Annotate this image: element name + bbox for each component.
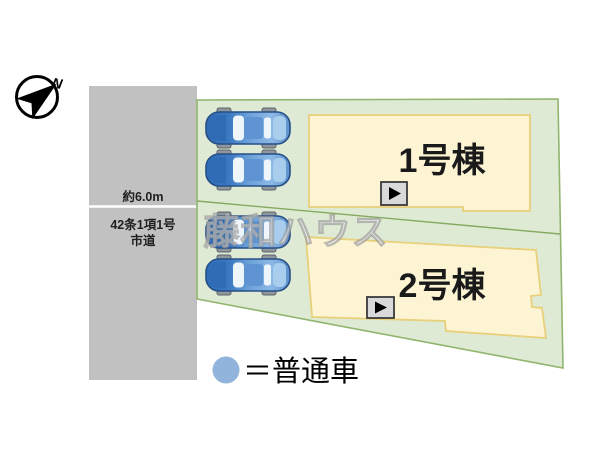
building-1-outline: [308, 114, 531, 212]
circle-icon: [212, 356, 240, 384]
building-1-entrance-marker: [380, 181, 408, 206]
road-surface: [89, 86, 197, 380]
compass-north-label: N: [51, 74, 65, 92]
road-width-label: 約6.0m: [123, 189, 164, 204]
road-designation-line2: 市道: [130, 233, 156, 248]
watermark-text: 藤和ハウス: [203, 211, 388, 252]
building-2-outline: [305, 236, 548, 339]
parking-legend: ＝普通車: [212, 355, 359, 388]
lot-divider-line: [196, 200, 561, 235]
legend-label: ＝普通車: [243, 355, 359, 388]
sedan-top-view-icon: [205, 149, 291, 191]
sedan-top-view-icon: [205, 107, 291, 149]
north-arrow-icon: N: [15, 74, 65, 120]
building-1: 1号棟: [308, 114, 531, 212]
road-area: 約6.0m 42条1項1号 市道: [89, 86, 197, 380]
building-1-label: 1号棟: [399, 142, 487, 180]
building-2-label: 2号棟: [399, 267, 487, 305]
building-2-entrance-marker: [366, 296, 395, 319]
road-designation-line1: 42条1項1号: [110, 217, 175, 232]
sedan-top-view-icon: [205, 254, 291, 296]
building-2: 2号棟: [305, 236, 548, 339]
